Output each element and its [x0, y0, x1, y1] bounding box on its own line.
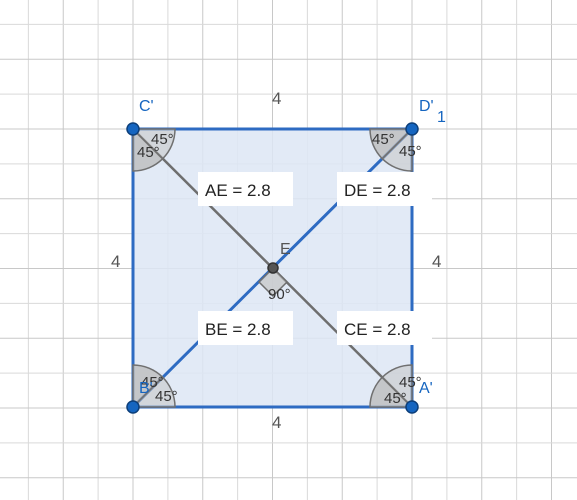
be-box[interactable] — [198, 311, 293, 345]
point-label-top-right-sub: 1 — [437, 109, 446, 126]
ce-box[interactable] — [337, 311, 432, 345]
angle-arc-top-left-2 — [131, 128, 176, 160]
angle-label-top-right-b: 45° — [399, 143, 422, 160]
point-bottom-left[interactable] — [126, 400, 140, 414]
be-label: BE = 2.8 — [205, 320, 271, 339]
angle-label-top-right-a: 45° — [372, 131, 395, 148]
angle-label-top-left-a: 45° — [151, 131, 174, 148]
angle-label-center: 90° — [268, 286, 291, 303]
side-label-top: 4 — [272, 89, 281, 108]
point-label-top-left: C' — [139, 98, 154, 115]
point-top-left[interactable] — [126, 122, 140, 136]
de-label: DE = 2.8 — [344, 181, 411, 200]
point-label-bottom-right: A' — [419, 380, 433, 397]
ae-box[interactable] — [198, 172, 293, 206]
ae-label: AE = 2.8 — [205, 181, 271, 200]
angle-arc-bottom-right-2 — [381, 364, 413, 409]
ce-label: CE = 2.8 — [344, 320, 411, 339]
point-label-bottom-left: B' — [139, 380, 153, 397]
point-bottom-right[interactable] — [405, 400, 419, 414]
angle-arc-top-right-2 — [381, 127, 413, 172]
point-top-right[interactable] — [405, 122, 419, 136]
angle-label-top-left-b: 45° — [137, 144, 160, 161]
angle-label-bottom-right-b: 45° — [384, 390, 407, 407]
side-label-left: 4 — [111, 252, 120, 271]
side-label-bottom: 4 — [272, 413, 281, 432]
right-angle-marker — [257, 266, 289, 298]
side-label-right: 4 — [432, 252, 441, 271]
point-label-top-right: D' — [419, 98, 434, 115]
angle-label-bottom-left-a: 45° — [141, 374, 164, 391]
angle-label-bottom-left-b: 45° — [155, 388, 178, 405]
angle-arc-bottom-left-2 — [131, 376, 176, 408]
de-box[interactable] — [337, 172, 432, 206]
point-center-e[interactable] — [267, 262, 279, 274]
angle-label-bottom-right-a: 45° — [399, 374, 422, 391]
point-label-center: E — [280, 241, 291, 258]
